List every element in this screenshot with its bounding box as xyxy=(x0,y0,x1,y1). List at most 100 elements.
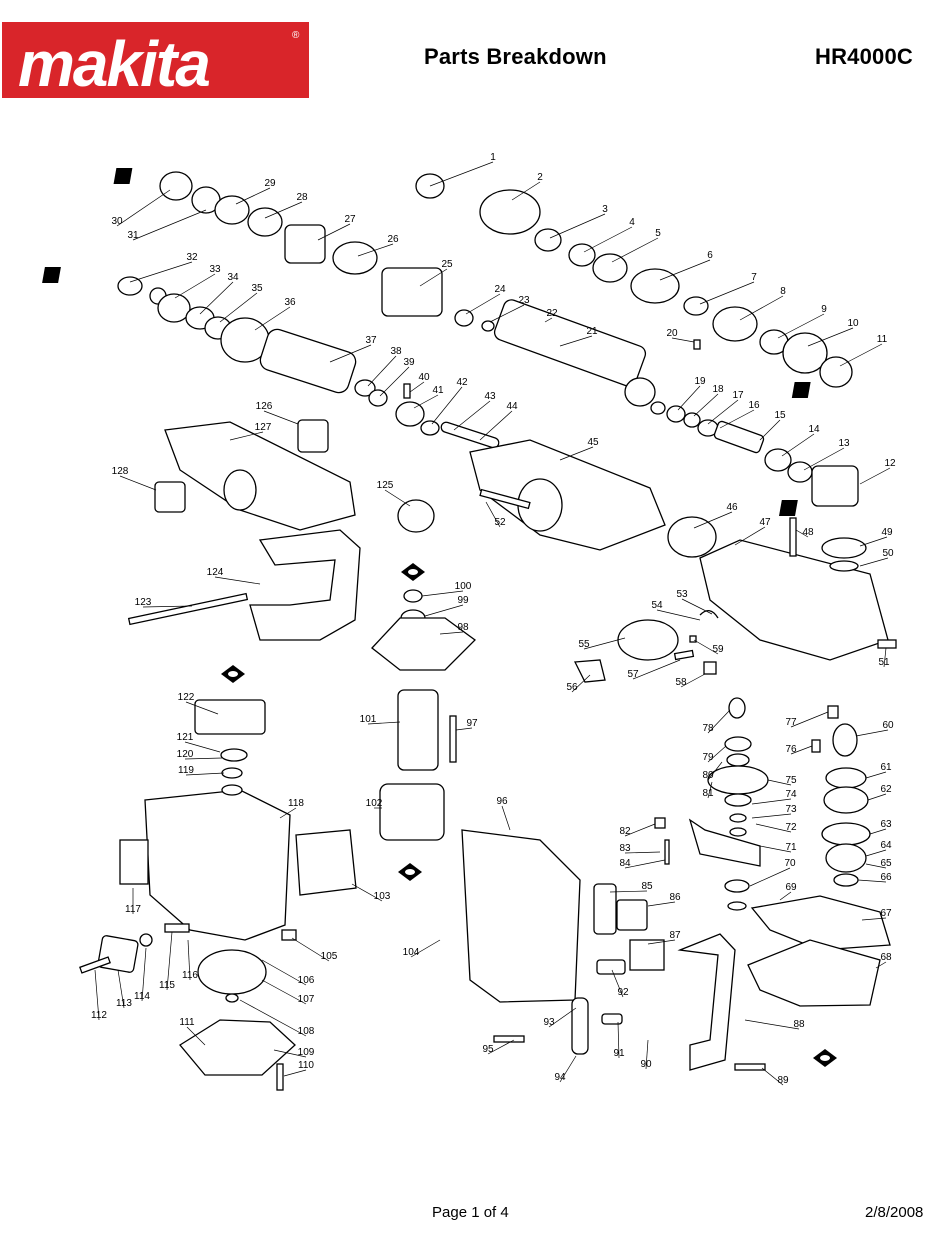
leader-line xyxy=(559,335,593,347)
part-callout-57: 57 xyxy=(627,669,639,680)
part-callout-9: 9 xyxy=(821,304,827,315)
part-callout-115: 115 xyxy=(159,980,175,991)
part-callout-35: 35 xyxy=(251,283,263,294)
part-callout-18: 18 xyxy=(712,384,724,395)
page-number: Page 1 of 4 xyxy=(432,1204,509,1221)
part-callout-87: 87 xyxy=(669,930,681,941)
leader-line xyxy=(707,399,739,425)
part-callout-44: 44 xyxy=(506,401,518,412)
svg-text:B: B xyxy=(96,268,105,283)
leader-line xyxy=(749,867,791,887)
leader-line xyxy=(479,410,513,441)
part-callout-98: 98 xyxy=(457,622,469,633)
leader-line xyxy=(421,590,464,597)
part-callout-8: 8 xyxy=(780,286,786,297)
part-callout-81: 81 xyxy=(702,788,714,799)
leader-line xyxy=(439,631,464,635)
part-callout-50: 50 xyxy=(882,548,894,559)
part-callout-21: 21 xyxy=(586,326,598,337)
leader-line xyxy=(367,355,397,387)
part-callout-127: 127 xyxy=(255,422,272,433)
part-callout-84: 84 xyxy=(619,858,631,869)
makita-logo: makita ® xyxy=(2,22,309,98)
leader-line xyxy=(647,901,676,907)
leader-line xyxy=(489,304,525,323)
part-callout-11: 11 xyxy=(877,334,888,345)
leader-line xyxy=(867,793,887,801)
leader-line xyxy=(142,605,193,608)
part-callout-46: 46 xyxy=(726,502,738,513)
part-callout-12: 12 xyxy=(884,458,896,469)
part-callout-89: 89 xyxy=(777,1075,789,1086)
leader-line xyxy=(329,344,372,363)
leader-line xyxy=(264,201,303,219)
leader-line xyxy=(751,798,792,805)
part-callout-126: 126 xyxy=(256,401,273,412)
leader-line xyxy=(677,385,701,411)
part-callout-40: 40 xyxy=(418,372,430,383)
part-callout-121: 121 xyxy=(177,732,194,743)
leader-line xyxy=(559,1055,577,1083)
part-callout-90: 90 xyxy=(640,1059,652,1070)
part-callout-99: 99 xyxy=(457,595,469,606)
part-callout-48: 48 xyxy=(802,527,814,538)
leader-line xyxy=(485,501,501,528)
leader-line xyxy=(777,313,825,339)
brand-wordmark: makita xyxy=(18,28,209,98)
leader-line xyxy=(410,939,441,958)
leader-line xyxy=(174,273,216,299)
part-callout-26: 26 xyxy=(387,234,399,245)
part-callout-123: 123 xyxy=(135,597,152,608)
leader-line xyxy=(431,386,463,425)
part-callout-58: 58 xyxy=(675,677,687,688)
part-callout-36: 36 xyxy=(284,297,296,308)
part-callout-13: 13 xyxy=(838,438,850,449)
part-callout-20: 20 xyxy=(666,328,678,339)
leader-line xyxy=(883,647,887,668)
part-callout-69: 69 xyxy=(785,882,797,893)
exploded-parts-diagram: 1234567891011121314151617181920212223242… xyxy=(42,152,897,1091)
part-callout-65: 65 xyxy=(880,858,892,869)
part-callout-105: 105 xyxy=(321,951,338,962)
part-callout-88: 88 xyxy=(793,1019,805,1030)
leader-line xyxy=(455,727,473,731)
leader-line xyxy=(583,226,633,253)
leader-line xyxy=(119,475,157,491)
leader-line xyxy=(409,381,425,393)
part-callout-111: 111 xyxy=(179,1017,195,1028)
part-callout-75: 75 xyxy=(785,775,797,786)
part-callout-67: 67 xyxy=(880,908,892,919)
leader-line xyxy=(645,1039,649,1070)
part-callout-83: 83 xyxy=(619,843,631,854)
part-callout-76: 76 xyxy=(785,744,797,755)
leader-line xyxy=(693,511,733,529)
leader-line xyxy=(693,639,719,655)
part-callout-66: 66 xyxy=(880,872,892,883)
leader-line xyxy=(859,557,889,567)
leader-line xyxy=(865,849,887,857)
leader-line xyxy=(219,292,258,323)
leader-line xyxy=(453,400,491,431)
leader-line xyxy=(839,343,883,367)
leader-line xyxy=(865,863,887,869)
leader-line xyxy=(751,813,792,819)
leader-line xyxy=(384,489,411,507)
part-callout-91: 91 xyxy=(613,1048,625,1059)
part-callout-106: 106 xyxy=(298,975,315,986)
part-callout-108: 108 xyxy=(298,1026,315,1037)
leader-line xyxy=(790,745,813,755)
leader-line xyxy=(659,259,711,281)
leader-line xyxy=(755,823,792,833)
leader-line xyxy=(865,771,887,779)
leader-line xyxy=(184,741,221,753)
leader-line xyxy=(317,223,351,241)
part-callout-56: 56 xyxy=(566,682,578,693)
part-callout-82: 82 xyxy=(619,826,631,837)
leader-line xyxy=(671,337,695,343)
part-callout-34: 34 xyxy=(227,272,239,283)
grease-symbol-icon xyxy=(221,665,245,683)
part-callout-103: 103 xyxy=(374,891,391,902)
part-callout-92: 92 xyxy=(617,987,629,998)
leader-line xyxy=(781,433,815,457)
part-callout-125: 125 xyxy=(377,480,394,491)
